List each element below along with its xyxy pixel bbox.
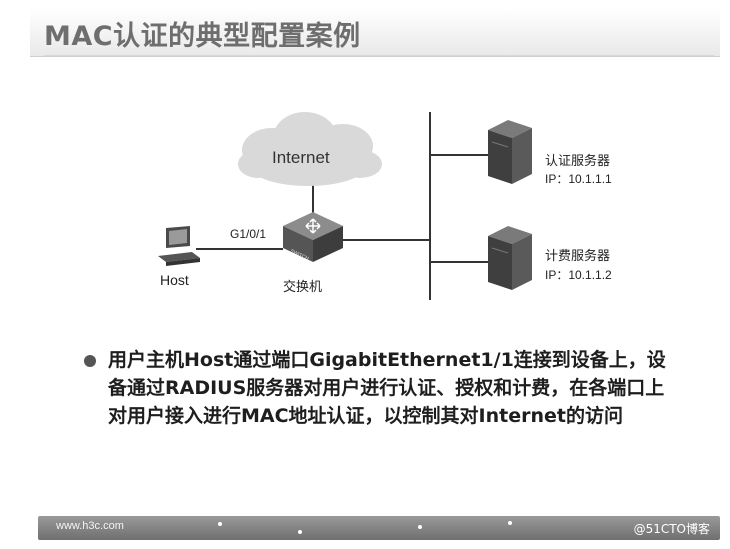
footer-sparkle-icon — [508, 521, 512, 525]
switch-icon: SWITCH — [283, 212, 343, 262]
billing-server-ip: IP：10.1.1.2 — [545, 268, 612, 282]
footer-url: www.h3c.com — [56, 520, 124, 532]
footer-sparkle-icon — [218, 522, 222, 526]
auth-server-name: 认证服务器 — [545, 153, 611, 168]
footer-sparkle-icon — [418, 525, 422, 529]
watermark: @51CTO博客 — [633, 522, 710, 536]
auth-server-icon — [488, 120, 532, 184]
internet-label: Internet — [272, 148, 330, 167]
billing-server-name: 计费服务器 — [545, 248, 611, 263]
title-bar — [30, 8, 720, 57]
auth-server-ip: IP：10.1.1.1 — [545, 172, 612, 186]
switch-label: 交换机 — [283, 279, 323, 294]
slide-title: MAC认证的典型配置案例 — [44, 21, 361, 52]
billing-server-icon — [488, 226, 532, 290]
port-label: G1/0/1 — [230, 227, 267, 241]
host-label: Host — [160, 272, 189, 288]
footer-bar: www.h3c.com @51CTO博客 — [38, 516, 720, 540]
footer-sparkle-icon — [298, 530, 302, 534]
bullet-dot-icon — [84, 355, 96, 367]
host-computer-icon — [158, 226, 200, 266]
internet-cloud-icon — [238, 112, 382, 186]
bullet-text: 用户主机Host通过端口GigabitEthernet1/1连接到设备上，设备通… — [108, 349, 666, 427]
title-divider — [44, 55, 714, 56]
